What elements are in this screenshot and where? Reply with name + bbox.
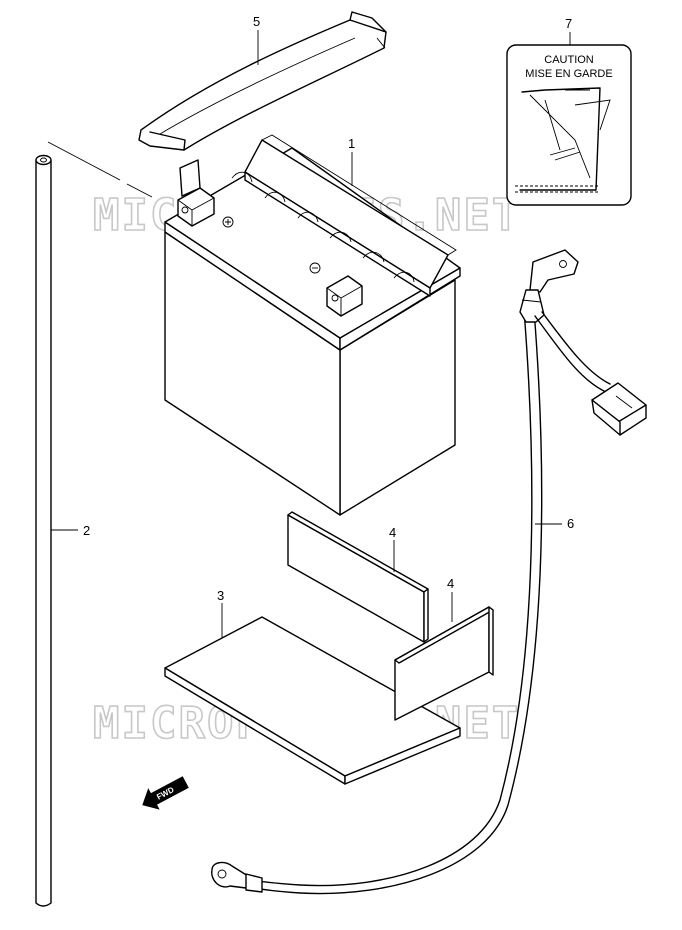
caution-label-line1: CAUTION xyxy=(544,54,594,66)
vent-tube xyxy=(35,154,52,907)
minus-lead-wire xyxy=(211,249,647,895)
callout-3: 3 xyxy=(217,588,224,603)
battery xyxy=(164,134,461,516)
caution-label-line2: MISE EN GARDE xyxy=(525,68,612,80)
callout-4-side: 4 xyxy=(447,576,454,591)
callout-7: 7 xyxy=(565,16,572,31)
leader-vent-tube-to-battery xyxy=(47,141,153,198)
callout-5: 5 xyxy=(253,14,260,29)
callout-6: 6 xyxy=(567,516,574,531)
fwd-arrow-icon: FWD xyxy=(142,776,189,810)
callout-4-front: 4 xyxy=(389,525,396,540)
spacer-side xyxy=(394,606,494,721)
callout-2: 2 xyxy=(83,523,90,538)
spacer-front xyxy=(287,511,429,643)
caution-label: CAUTION MISE EN GARDE xyxy=(506,44,632,206)
tray-pad xyxy=(164,616,461,785)
holder-band xyxy=(138,11,387,151)
callout-1: 1 xyxy=(348,136,355,151)
